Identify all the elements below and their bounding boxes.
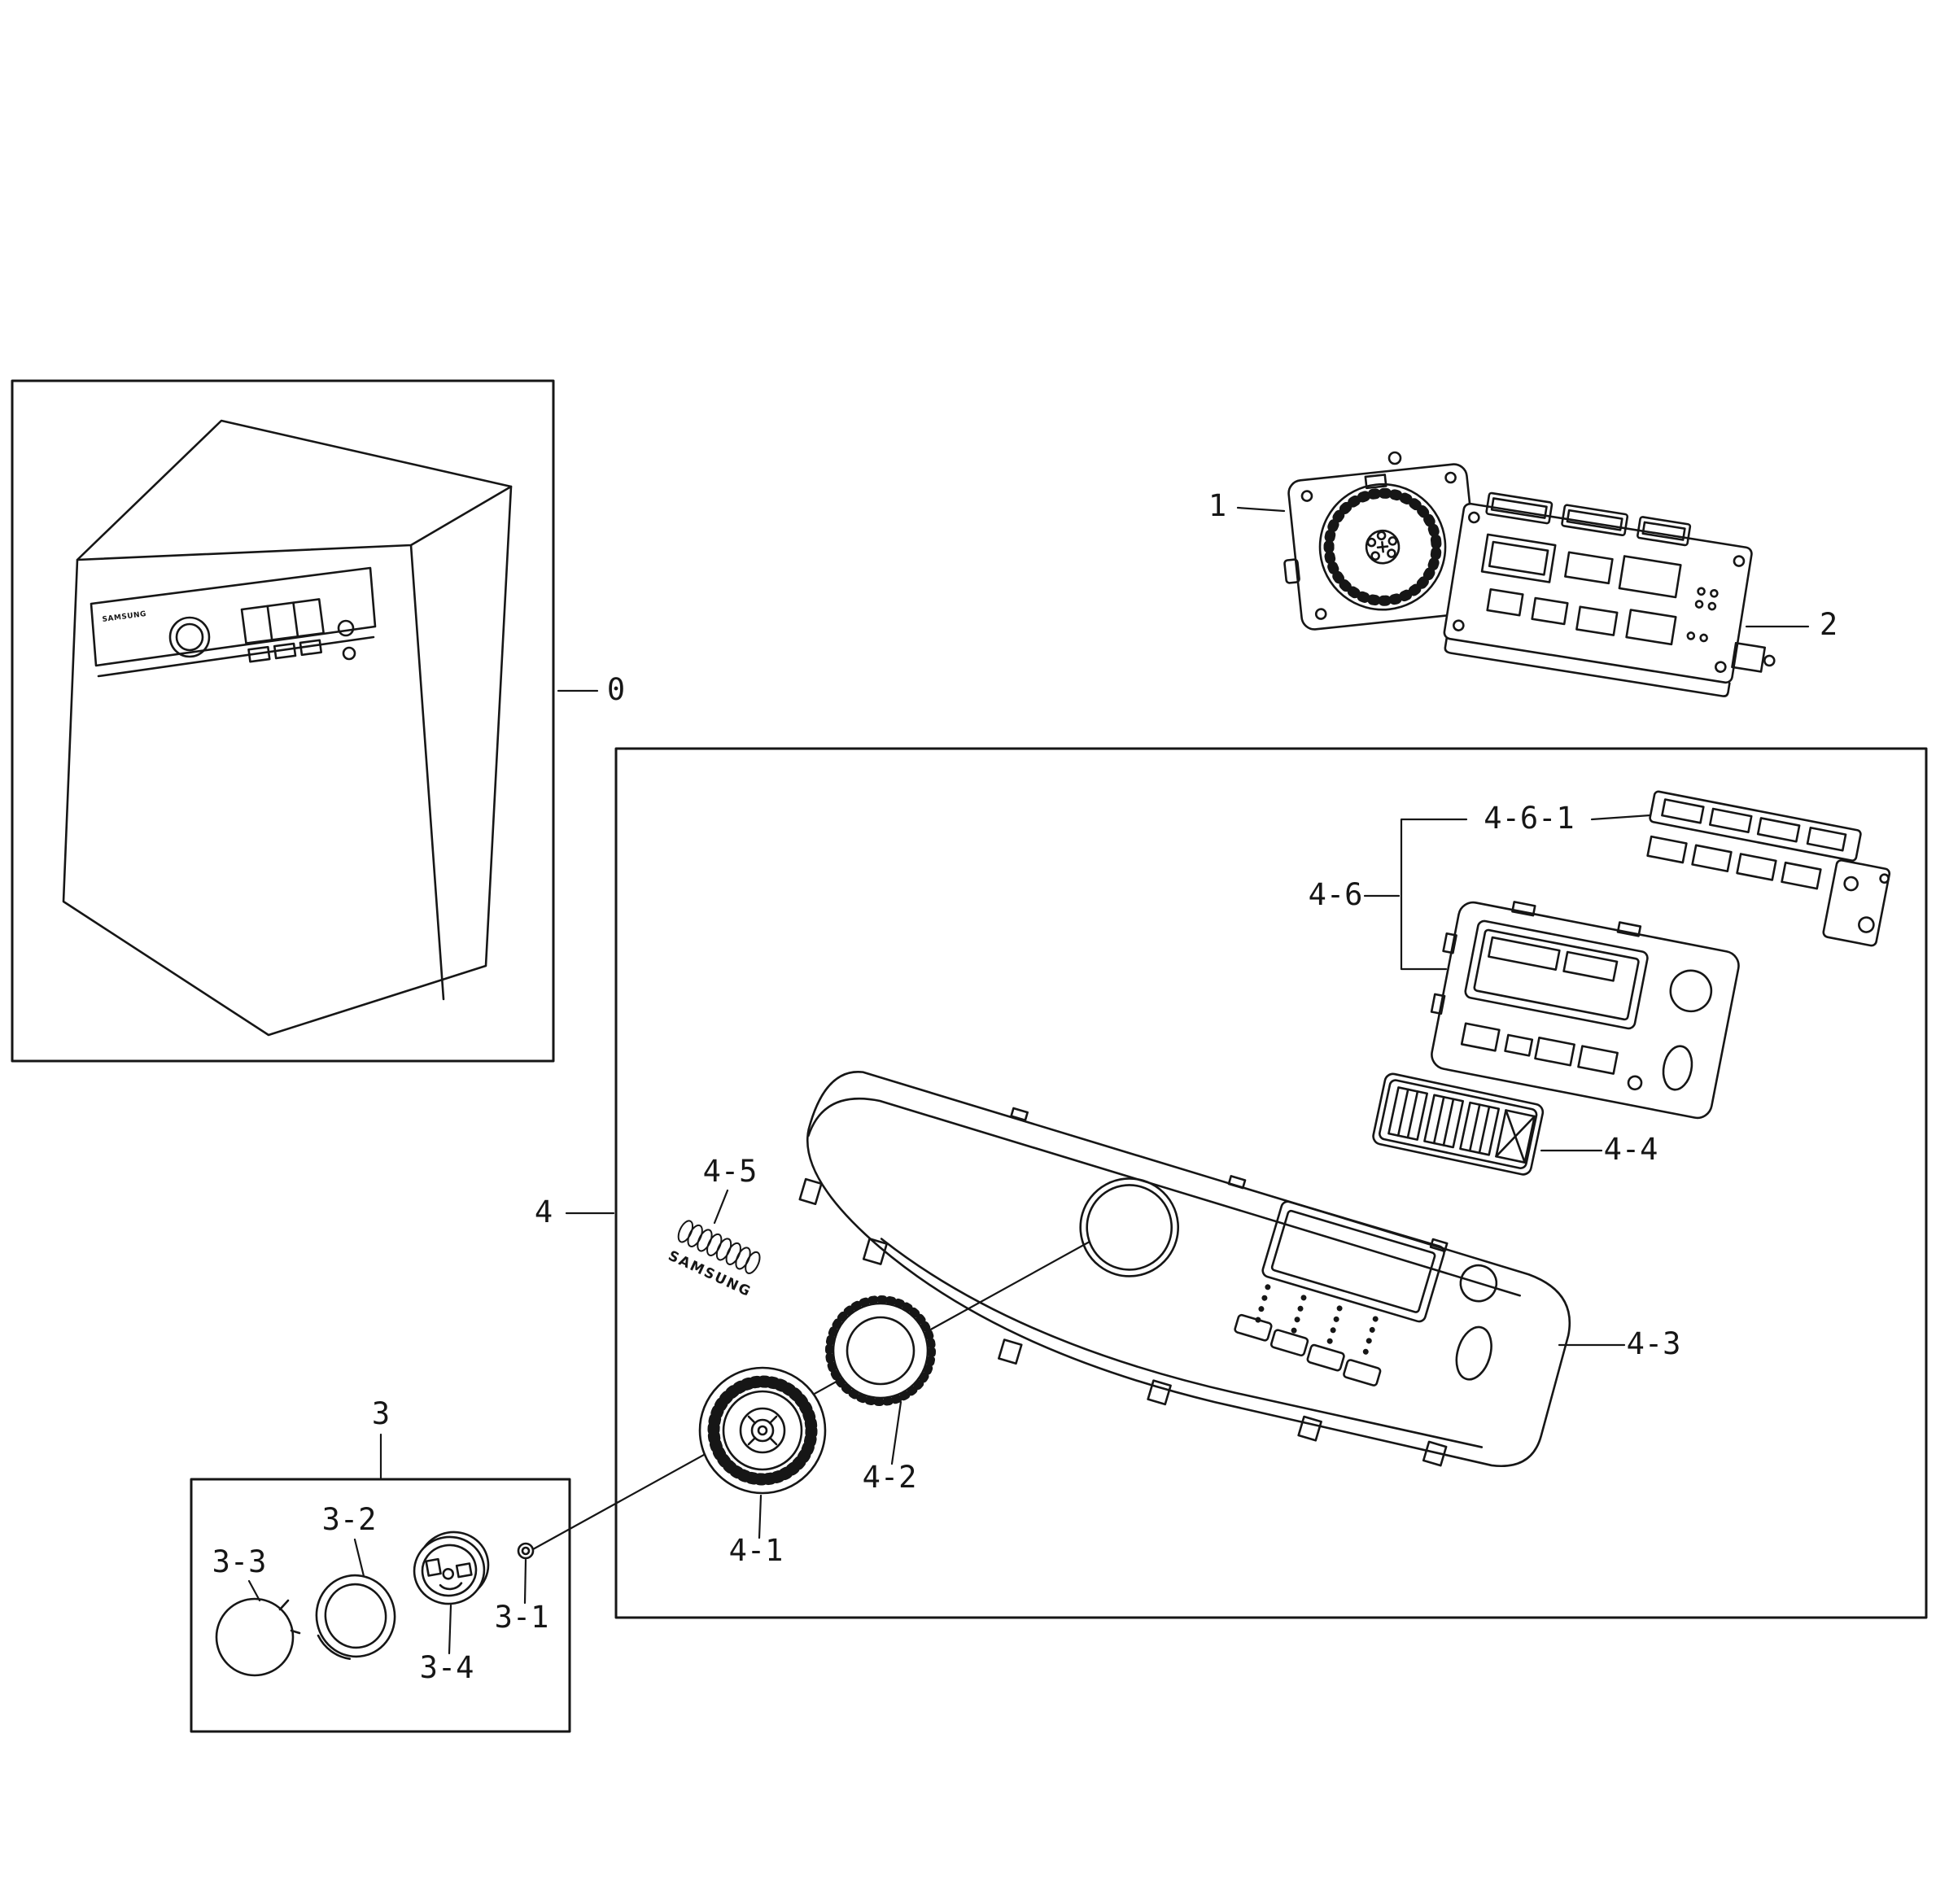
bracket-4-6 (1400, 818, 1468, 971)
panel-knob-opening (1079, 1177, 1179, 1277)
part-label-4-3: 4-3 (1627, 1326, 1681, 1361)
knob-cap (215, 1597, 301, 1677)
knob-trim-ring (315, 1574, 396, 1660)
part-label-3: 3 (372, 1396, 390, 1431)
appliance-knob (168, 616, 211, 658)
overview-box (11, 379, 555, 1063)
knob-dial (698, 1366, 827, 1495)
part-label-4: 4 (535, 1194, 553, 1229)
panel-display-window (1261, 1200, 1445, 1323)
shaft-grommet (517, 1542, 535, 1560)
led-indicator-dots (1255, 1284, 1379, 1355)
part-label-4-6: 4-6 (1309, 877, 1363, 912)
callout-4-2: 4-2 (863, 1400, 917, 1495)
part-label-4-2: 4-2 (863, 1460, 917, 1495)
callout-4-4: 4-4 (1540, 1132, 1658, 1167)
button-bank (1372, 1072, 1545, 1176)
sub-pcb-bracket (1646, 790, 1891, 947)
part-label-4-6-1: 4-6-1 (1484, 801, 1574, 836)
spring-coil (677, 1220, 761, 1274)
part-label-1: 1 (1208, 488, 1226, 523)
timer-screw (1387, 451, 1402, 465)
callout-3-4: 3-4 (420, 1604, 474, 1685)
part-label-4-1: 4-1 (729, 1533, 784, 1568)
callout-3-2: 3-2 (322, 1502, 377, 1578)
callout-4-6: 4-6 (1309, 877, 1401, 912)
knob-assembly-box (190, 1478, 571, 1733)
part-label-2: 2 (1820, 607, 1838, 642)
callouts: 0 1 2 3 3-1 3-2 (212, 488, 1838, 1685)
control-panel-facade (798, 1071, 1571, 1468)
callout-4-5: 4-5 (703, 1154, 758, 1225)
knob-insert (413, 1531, 490, 1605)
callout-3-1: 3-1 (495, 1558, 549, 1635)
callout-3: 3 (372, 1396, 390, 1479)
callout-4-6-1: 4-6-1 (1484, 801, 1652, 836)
callout-4-1: 4-1 (729, 1494, 784, 1568)
knob-ring (825, 1295, 936, 1406)
callout-1: 1 (1208, 488, 1286, 523)
part-label-3-2: 3-2 (322, 1502, 377, 1537)
panel-assembly-box (614, 747, 1928, 1619)
callout-4: 4 (535, 1194, 615, 1229)
callout-4-3: 4-3 (1558, 1326, 1681, 1361)
part-label-4-5: 4-5 (703, 1154, 758, 1189)
part-label-3-3: 3-3 (212, 1544, 267, 1579)
part-label-0: 0 (607, 672, 625, 707)
display-housing (1430, 901, 1740, 1120)
part-label-3-4: 3-4 (420, 1650, 474, 1685)
part-label-3-1: 3-1 (495, 1600, 549, 1635)
callout-2: 2 (1745, 607, 1838, 642)
main-pcb (1443, 491, 1776, 697)
appliance-display-cluster (240, 598, 325, 663)
callout-3-3: 3-3 (212, 1544, 267, 1602)
part-label-4-4: 4-4 (1604, 1132, 1658, 1167)
callout-0: 0 (557, 672, 625, 707)
timer-assembly (1283, 451, 1485, 631)
appliance-figure: SAMSUNG (62, 419, 513, 1037)
